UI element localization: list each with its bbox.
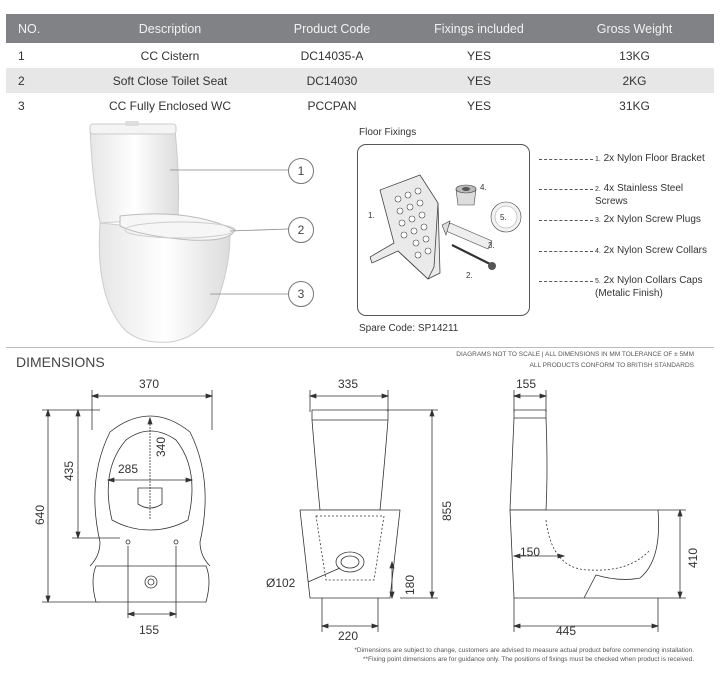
row-weight: 31KG	[619, 98, 650, 113]
fixing-label-2: 2.	[466, 271, 473, 280]
row-fixings: YES	[403, 68, 555, 93]
dim-top-fixing-spacing: 155	[139, 623, 160, 637]
legend-text: 2x Nylon Floor Bracket	[603, 153, 705, 164]
footnote-2: **Fixing point dimensions are for guidan…	[362, 656, 694, 663]
dim-top-inner-width: 285	[118, 462, 139, 476]
legend-text: 2x Nylon Collars Caps (Metalic Finish)	[595, 275, 703, 299]
top-view-drawing	[42, 390, 214, 618]
legend-item-4: 4. 2x Nylon Screw Collars	[595, 245, 713, 258]
floor-fixings-illustration	[369, 174, 522, 280]
header-product-code: Product Code	[261, 14, 403, 43]
row-code: PCCPAN	[307, 98, 357, 113]
header-fixings: Fixings included	[403, 14, 555, 43]
fixing-label-4: 4.	[480, 183, 487, 192]
row-description: CC Cistern	[140, 48, 200, 63]
dim-front-height: 855	[440, 500, 455, 522]
dim-top-seat-depth: 340	[154, 436, 169, 458]
table-row: 1 CC Cistern DC14035-A YES 13KG	[6, 43, 714, 68]
fixing-label-1: 1.	[368, 211, 375, 220]
fixing-label-3: 3.	[488, 241, 495, 250]
spare-code: Spare Code: SP14211	[359, 323, 459, 334]
toilet-product-image	[89, 121, 289, 343]
row-no: 2	[6, 68, 79, 93]
fixing-label-5: 5.	[500, 213, 507, 222]
floor-fixings-title: Floor Fixings	[359, 127, 417, 138]
row-code: DC14030	[261, 68, 403, 93]
legend-connector	[539, 189, 593, 190]
legend-text: 4x Stainless Steel Screws	[595, 183, 684, 207]
row-description: Soft Close Toilet Seat	[79, 68, 261, 93]
row-description: CC Fully Enclosed WC	[108, 98, 232, 113]
row-fixings: YES	[466, 48, 491, 63]
legend-item-1: 1. 2x Nylon Floor Bracket	[595, 153, 713, 166]
header-no: NO.	[6, 14, 79, 43]
header-gross-weight: Gross Weight	[555, 14, 714, 43]
dim-top-depth: 435	[62, 460, 77, 482]
legend-item-3: 3. 2x Nylon Screw Plugs	[595, 214, 713, 227]
dim-front-base-width: 220	[338, 629, 359, 643]
legend-num: 2.	[595, 186, 601, 193]
row-code: DC14035-A	[300, 48, 364, 63]
dim-top-total-depth: 640	[33, 504, 48, 526]
callout-2: 2	[288, 217, 314, 243]
legend-item-2: 2. 4x Stainless Steel Screws	[595, 183, 713, 208]
dim-top-width: 370	[139, 377, 160, 391]
dim-side-length: 445	[556, 624, 577, 638]
callout-1: 1	[288, 158, 314, 184]
legend-num: 4.	[595, 248, 601, 255]
header-description: Description	[79, 14, 261, 43]
legend-text: 2x Nylon Screw Plugs	[603, 214, 701, 225]
row-weight: 2KG	[555, 68, 714, 93]
front-view-drawing	[299, 390, 438, 632]
floor-fixings-box: 1. 2. 4. 5. 3.	[357, 144, 530, 316]
row-no: 3	[18, 98, 25, 113]
table-row: 3 CC Fully Enclosed WC PCCPAN YES 31KG	[6, 93, 714, 118]
parts-table: NO. Description Product Code Fixings inc…	[6, 14, 714, 118]
dim-front-width: 335	[338, 377, 359, 391]
legend-connector	[539, 251, 593, 252]
row-weight: 13KG	[619, 48, 650, 63]
table-row: 2 Soft Close Toilet Seat DC14030 YES 2KG	[6, 68, 714, 93]
footnote-1: *Dimensions are subject to change, custo…	[354, 647, 694, 654]
legend-connector	[539, 159, 593, 160]
legend-text: 2x Nylon Screw Collars	[603, 245, 707, 256]
legend-num: 5.	[595, 278, 601, 285]
dim-side-cistern-depth: 155	[516, 377, 537, 391]
legend-item-5: 5. 2x Nylon Collars Caps (Metalic Finish…	[595, 275, 713, 300]
dim-front-outlet: Ø102	[266, 576, 296, 590]
legend-num: 3.	[595, 217, 601, 224]
dimensions-note-1: DIAGRAMS NOT TO SCALE | ALL DIMENSIONS I…	[456, 351, 694, 358]
dimensions-title: DIMENSIONS	[16, 354, 105, 370]
dim-side-pan-height: 410	[686, 547, 701, 569]
row-fixings: YES	[466, 98, 491, 113]
row-no: 1	[18, 48, 25, 63]
dim-side-outlet-depth: 150	[520, 545, 541, 559]
legend-connector	[539, 281, 593, 282]
callout-3: 3	[288, 281, 314, 307]
dimensions-note-2: ALL PRODUCTS CONFORM TO BRITISH STANDARD…	[529, 362, 694, 369]
table-header-row: NO. Description Product Code Fixings inc…	[6, 14, 714, 43]
section-divider	[6, 347, 714, 348]
legend-num: 1.	[595, 156, 601, 163]
dim-front-outlet-height: 180	[403, 574, 418, 596]
side-view-drawing	[509, 390, 686, 632]
legend-connector	[539, 220, 593, 221]
